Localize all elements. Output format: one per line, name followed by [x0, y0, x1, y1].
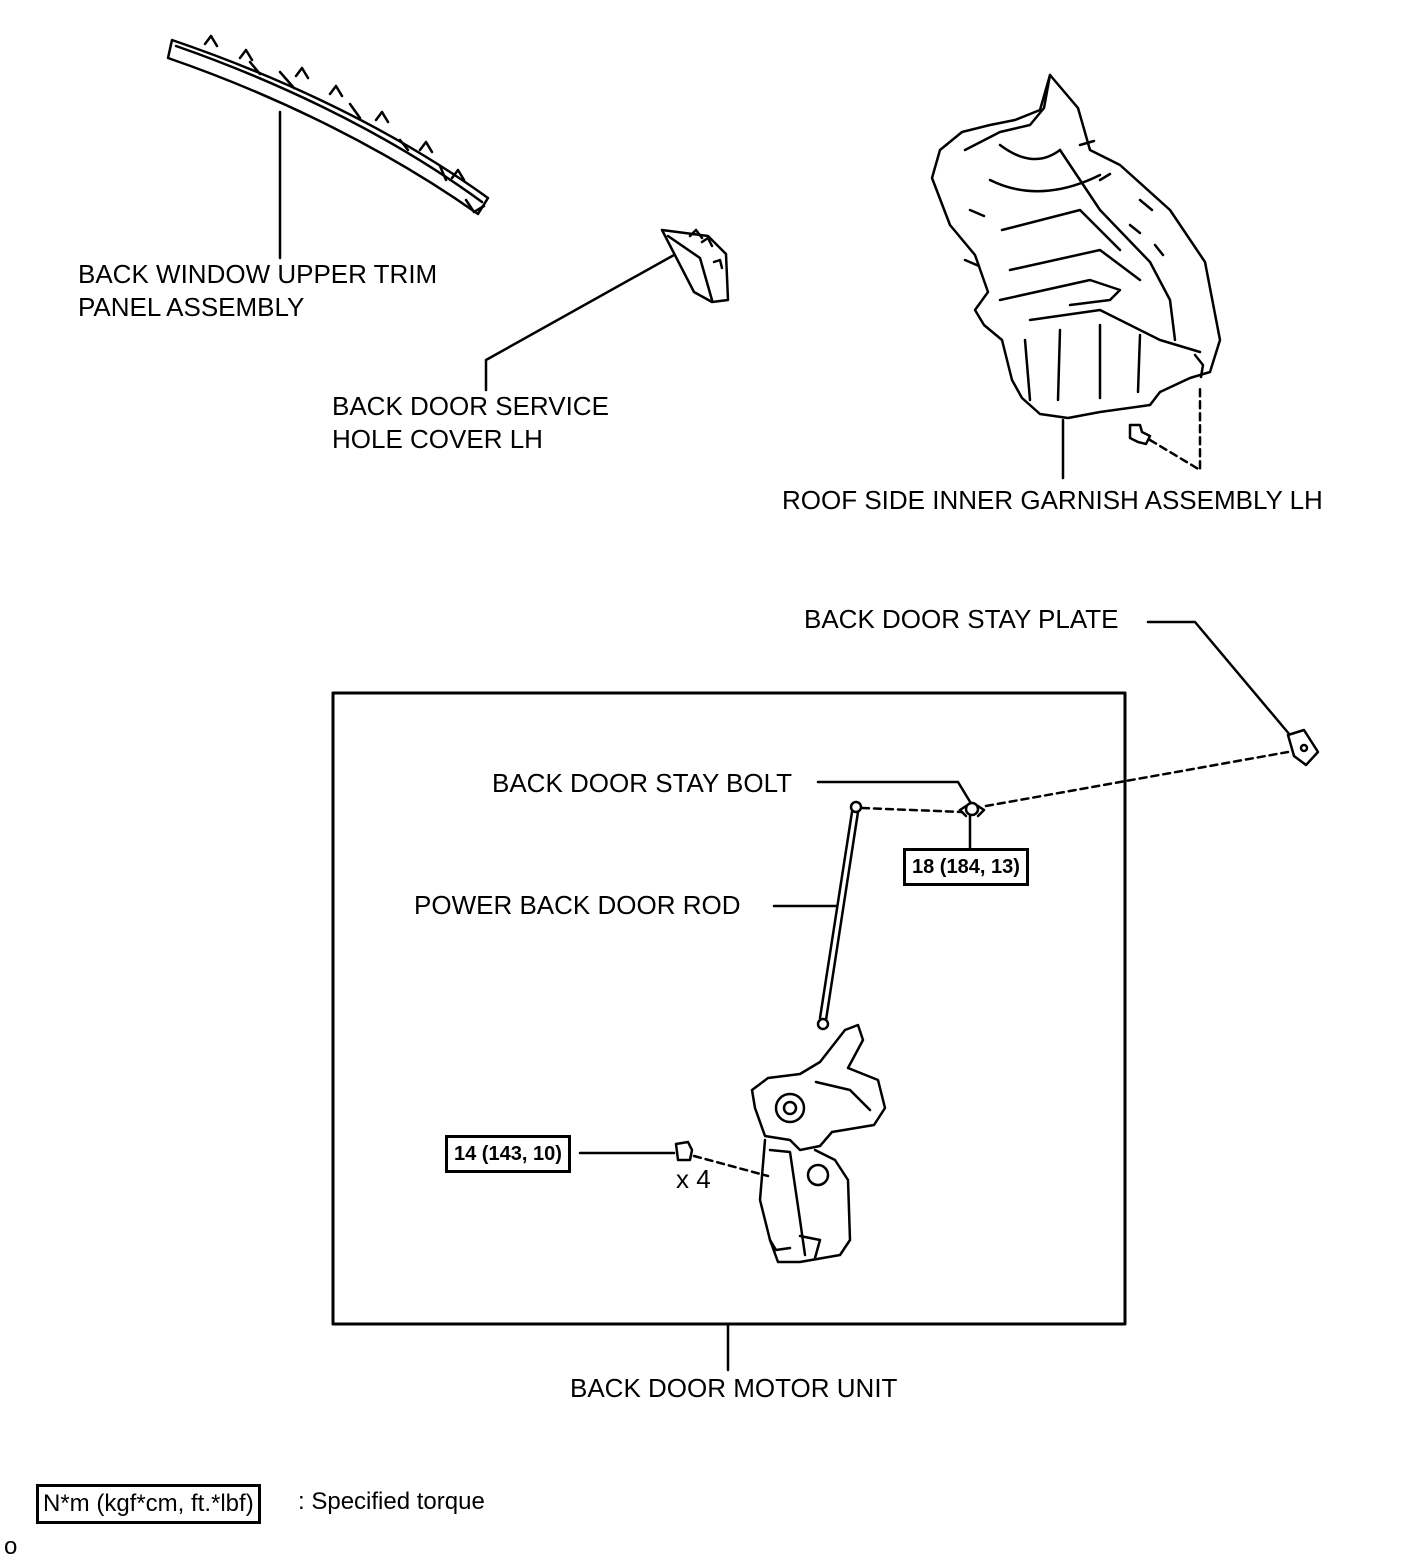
- back-door-motor-unit: [750, 1023, 887, 1264]
- back-door-service-hole-cover: [484, 228, 730, 392]
- torque-motor-bolts: 14 (143, 10): [445, 1135, 571, 1173]
- back-door-stay-plate: [1146, 620, 1320, 767]
- label-motor-unit: BACK DOOR MOTOR UNIT: [570, 1373, 898, 1403]
- label-stay-bolt: BACK DOOR STAY BOLT: [492, 768, 793, 798]
- label-back-window-trim-1: BACK WINDOW UPPER TRIM: [78, 259, 438, 289]
- label-back-window-trim-2: PANEL ASSEMBLY: [78, 292, 305, 322]
- corner-mark: o: [4, 1533, 18, 1560]
- power-back-door-rod: [816, 800, 863, 1031]
- label-roof-side-garnish: ROOF SIDE INNER GARNISH ASSEMBLY LH: [782, 485, 1323, 515]
- legend-description: : Specified torque: [298, 1488, 485, 1515]
- roof-side-inner-garnish: [930, 73, 1222, 480]
- label-power-back-door-rod: POWER BACK DOOR ROD: [414, 890, 741, 920]
- garnish-clip: [1128, 423, 1152, 446]
- motor-bolt: [674, 1140, 694, 1162]
- legend-unit-box: N*m (kgf*cm, ft.*lbf): [36, 1484, 261, 1524]
- label-service-hole-2: HOLE COVER LH: [332, 424, 543, 454]
- label-stay-plate: BACK DOOR STAY PLATE: [804, 604, 1119, 634]
- back-door-stay-bolt: [958, 801, 986, 818]
- torque-stay-bolt: 18 (184, 13): [903, 848, 1029, 886]
- label-bolt-count: x 4: [676, 1164, 711, 1194]
- back-window-upper-trim-panel: [166, 34, 490, 260]
- label-service-hole-1: BACK DOOR SERVICE: [332, 391, 609, 421]
- motor-unit-frame: [331, 691, 1127, 1326]
